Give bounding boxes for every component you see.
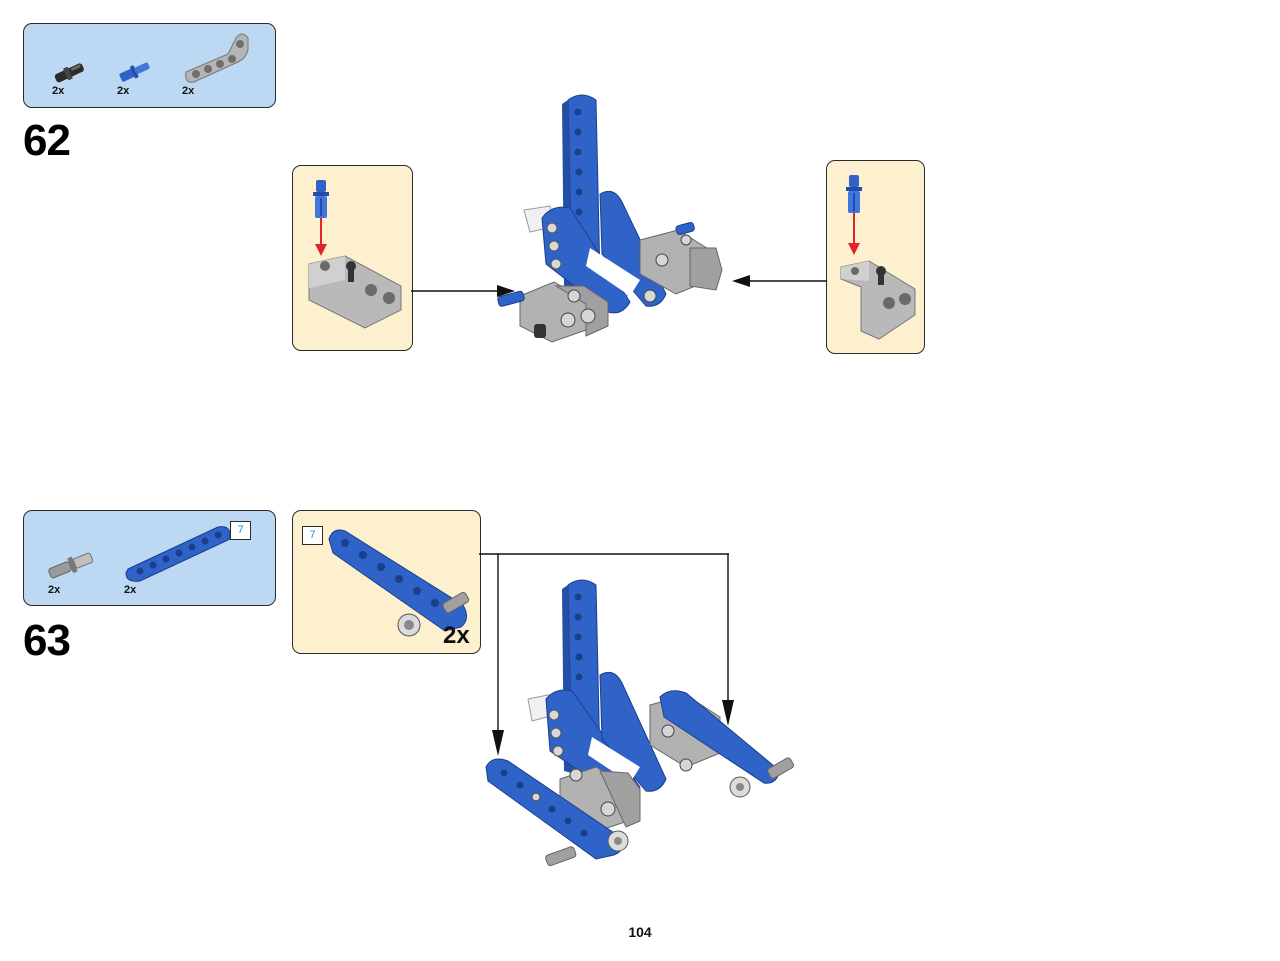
step-number: 63 [23,616,71,665]
submodel-multiplier: 2x [443,622,470,649]
part-qty: 2x [182,85,195,97]
blue-beam-7-icon [125,526,231,582]
part-qty: 2x [124,584,137,596]
parts-list-step-62: 2x 2x 2x [23,23,276,108]
callout-right-step-62 [826,160,925,354]
part-qty: 2x [117,85,130,97]
gray-angle-beam-icon [840,260,916,340]
callout-submodel-step-63: 7 2x [292,510,481,654]
part-qty: 2x [52,85,65,97]
bracket-arrows-step-63 [479,553,734,756]
red-insert-arrow [848,213,860,255]
blue-axle-pin-icon [846,175,862,213]
blue-beam-with-pins-icon [328,529,470,637]
connector-arrow-left [411,285,515,297]
beam-length-badge: 7 [302,526,323,545]
gray-angle-beam-icon [308,255,402,329]
callout-left-step-62 [292,165,413,351]
red-insert-arrow [315,218,327,256]
part-qty: 2x [48,584,61,596]
connector-arrow-right [732,275,827,287]
beam-length-badge: 7 [230,521,251,540]
model-assembly-step-62 [497,94,723,343]
gray-angle-beam-icon [185,33,249,83]
parts-list-step-63: 2x 2x 7 [23,510,276,606]
blue-axle-pin-icon [313,180,329,218]
black-pin-icon [54,63,84,83]
model-assembly-step-63 [485,579,795,867]
page-number: 104 [628,924,652,940]
gray-pin-with-axle-icon [48,552,94,579]
blue-axle-pin-icon [119,62,150,82]
step-number: 62 [23,116,71,165]
